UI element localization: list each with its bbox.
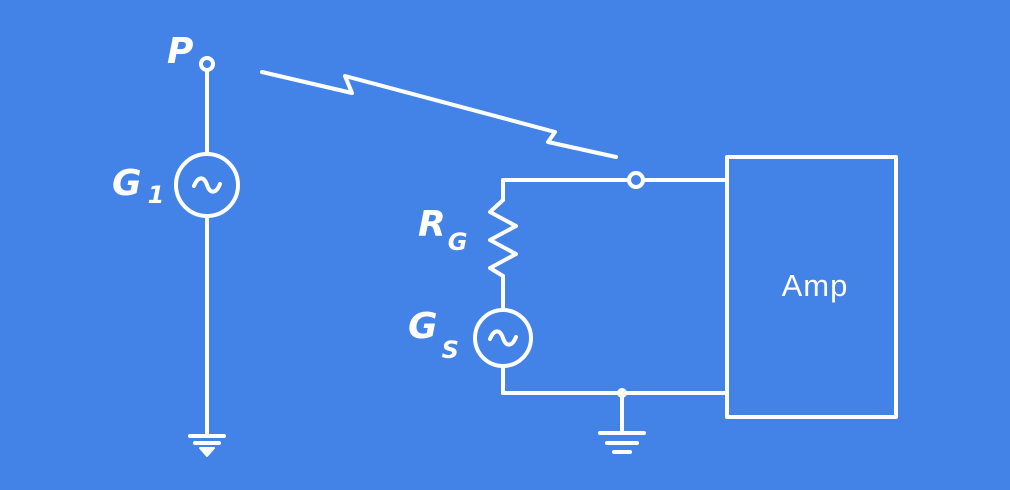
generator-gs-label: GS [408, 306, 459, 364]
coupling-signal-arrow [260, 70, 618, 159]
input-terminal [627, 171, 645, 189]
ground-right-icon [598, 431, 646, 454]
generator-gs [473, 308, 533, 368]
amplifier-label: Amp [782, 268, 849, 303]
sine-wave-icon [488, 329, 518, 347]
ground-left-icon [188, 434, 226, 457]
resistor-rg [488, 198, 518, 278]
sine-wave-icon [192, 176, 222, 194]
probe-label: P [167, 31, 193, 72]
generator-g1 [174, 152, 240, 218]
resistor-rg-label: RG [418, 204, 467, 256]
right-loop: RG GS Amp [408, 155, 898, 454]
amplifier-box [725, 155, 898, 419]
